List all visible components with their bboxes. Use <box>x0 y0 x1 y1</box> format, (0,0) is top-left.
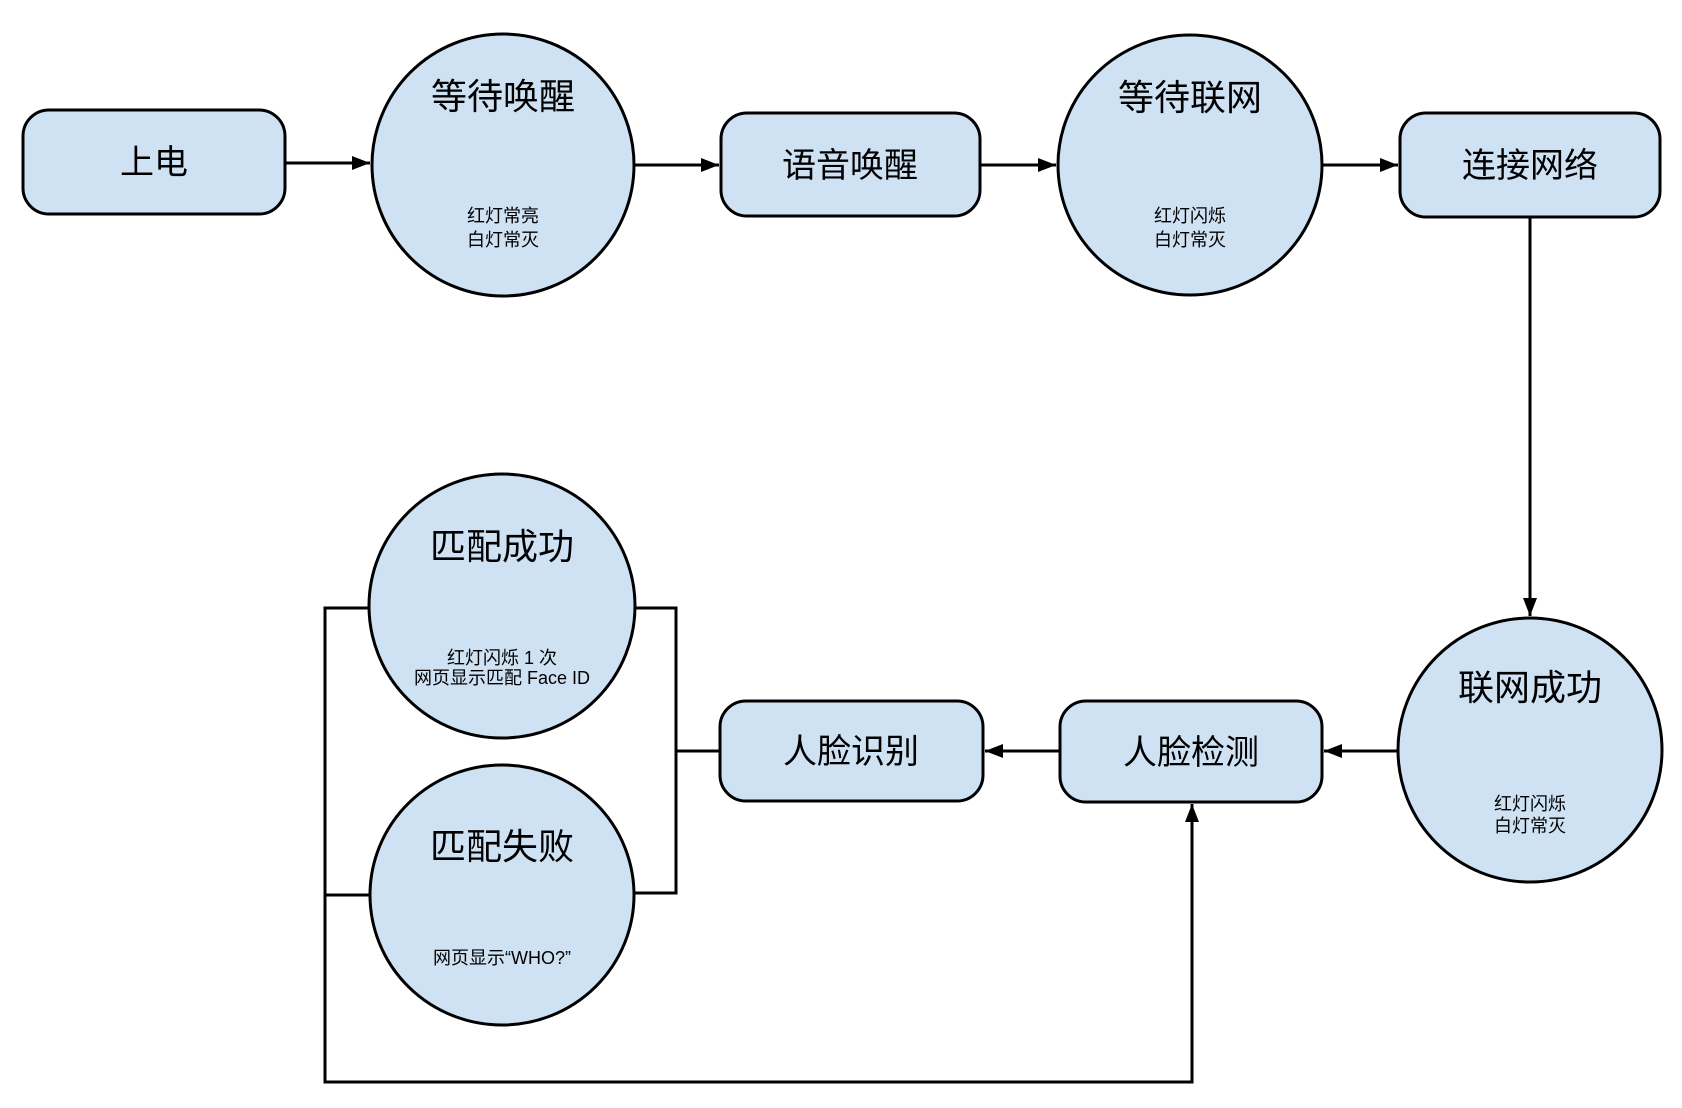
node-face-recognize: 人脸识别 <box>718 699 985 803</box>
node-connect-network-label: 连接网络 <box>1462 147 1598 185</box>
node-connect-network-shape <box>1398 111 1662 219</box>
node-match-success-sub-1: 红灯闪烁 1 次 <box>447 648 557 668</box>
node-wait-network-sub-2: 白灯常灭 <box>1154 230 1226 250</box>
node-match-success: 匹配成功 红灯闪烁 1 次 网页显示匹配 Face ID <box>367 472 637 740</box>
node-power-on-label: 上电 <box>120 144 188 182</box>
node-match-fail: 匹配失败 网页显示“WHO?” <box>368 763 636 1027</box>
node-network-success-label: 联网成功 <box>1458 667 1602 708</box>
node-network-success-shape <box>1396 616 1664 884</box>
node-wait-network-sub-1: 红灯闪烁 <box>1154 206 1226 226</box>
node-wait-network: 等待联网 红灯闪烁 白灯常灭 <box>1056 33 1324 297</box>
node-match-success-label: 匹配成功 <box>430 526 574 567</box>
node-face-detect-shape <box>1058 699 1324 804</box>
node-match-success-sub-2: 网页显示匹配 Face ID <box>414 668 590 688</box>
node-power-on: 上电 <box>21 108 287 216</box>
node-network-success-sub-2: 白灯常灭 <box>1494 816 1566 836</box>
node-face-recognize-label: 人脸识别 <box>783 733 919 771</box>
edge-loop-results-to-face-detect <box>323 606 1199 1084</box>
node-wait-wake-sub-1: 红灯常亮 <box>467 206 539 226</box>
node-wait-wake-label: 等待唤醒 <box>431 76 575 117</box>
node-wait-network-shape <box>1056 33 1324 297</box>
node-match-fail-label: 匹配失败 <box>430 826 574 867</box>
node-power-on-shape <box>21 108 287 216</box>
node-wait-wake: 等待唤醒 红灯常亮 白灯常灭 <box>370 32 636 298</box>
node-face-recognize-shape <box>718 699 985 803</box>
node-wait-wake-shape <box>370 32 636 298</box>
node-face-detect-label: 人脸检测 <box>1123 734 1259 772</box>
node-wait-wake-sub-2: 白灯常灭 <box>467 230 539 250</box>
node-voice-wake-label: 语音唤醒 <box>782 147 918 185</box>
node-match-fail-sub-1: 网页显示“WHO?” <box>433 948 571 968</box>
node-match-success-shape <box>367 472 637 740</box>
node-network-success-sub-1: 红灯闪烁 <box>1494 794 1566 814</box>
node-connect-network: 连接网络 <box>1398 111 1662 219</box>
node-network-success: 联网成功 红灯闪烁 白灯常灭 <box>1396 616 1664 884</box>
edge-bracket-recognize-results <box>635 606 678 895</box>
node-voice-wake: 语音唤醒 <box>719 111 982 218</box>
node-face-detect: 人脸检测 <box>1058 699 1324 804</box>
node-wait-network-label: 等待联网 <box>1118 77 1262 118</box>
node-match-fail-shape <box>368 763 636 1027</box>
node-voice-wake-shape <box>719 111 982 218</box>
